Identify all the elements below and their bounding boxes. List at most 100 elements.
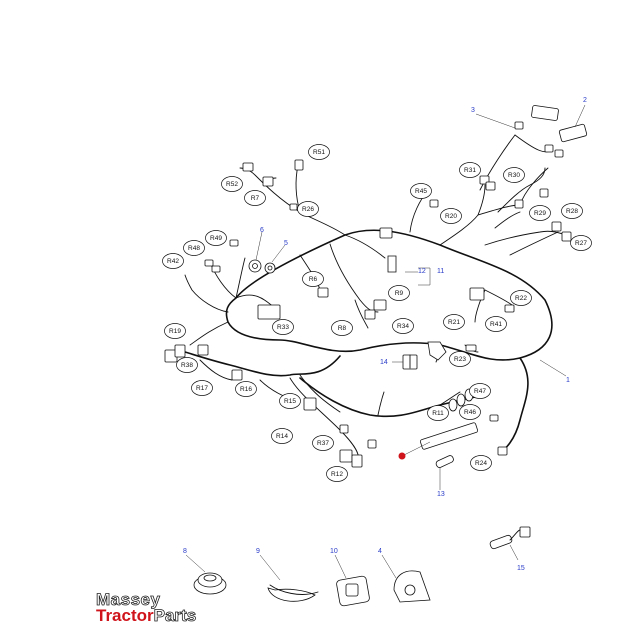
ref-label: R27: [575, 240, 587, 247]
ref-label: R45: [415, 188, 427, 195]
connector: [257, 304, 281, 320]
connector: [303, 397, 317, 411]
main-harness: [225, 229, 553, 361]
ref-r12: R12: [326, 466, 348, 482]
ref-label: R46: [464, 409, 476, 416]
brand-line2b: Parts: [153, 606, 197, 626]
part-number-13: 13: [437, 491, 445, 498]
connector: [204, 259, 214, 267]
ref-r14: R14: [271, 428, 293, 444]
part-number-14: 14: [380, 359, 388, 366]
connector: [514, 121, 524, 130]
highlight-dot: [398, 452, 406, 460]
ref-r49: R49: [205, 230, 227, 246]
ref-label: R28: [566, 208, 578, 215]
ref-r28: R28: [561, 203, 583, 219]
connector: [174, 344, 186, 358]
connector: [211, 265, 221, 273]
ref-label: R8: [338, 325, 347, 332]
ref-r7: R7: [244, 190, 266, 206]
ref-label: R24: [475, 460, 487, 467]
ref-label: R22: [515, 295, 527, 302]
ref-label: R49: [210, 235, 222, 242]
ref-label: R42: [167, 258, 179, 265]
brand-logo: Massey TractorParts: [96, 590, 236, 626]
ref-r8: R8: [331, 320, 353, 336]
ref-r29: R29: [529, 205, 551, 221]
connector: [504, 304, 515, 313]
ref-r41: R41: [485, 316, 507, 332]
ref-r42: R42: [162, 253, 184, 269]
connector: [514, 199, 524, 209]
ref-r37: R37: [312, 435, 334, 451]
component-3: [531, 105, 559, 121]
part-number-1: 1: [566, 377, 570, 384]
connector: [551, 221, 562, 232]
ref-r31: R31: [459, 162, 481, 178]
ref-r51: R51: [308, 144, 330, 160]
ref-r11: R11: [427, 405, 449, 421]
ref-r38: R38: [176, 357, 198, 373]
ref-label: R52: [226, 181, 238, 188]
part-number-2: 2: [583, 97, 587, 104]
connector: [544, 144, 554, 153]
part-8-grommet: [185, 554, 227, 595]
sensor-11: [387, 255, 397, 273]
ref-label: R51: [313, 149, 325, 156]
ref-r20: R20: [440, 208, 462, 224]
ref-r52: R52: [221, 176, 243, 192]
component-13: [435, 455, 454, 468]
ref-label: R41: [490, 321, 502, 328]
part-number-5: 5: [284, 240, 288, 247]
connector: [339, 424, 349, 434]
connector: [489, 414, 499, 422]
ref-label: R34: [397, 323, 409, 330]
ref-r34: R34: [392, 318, 414, 334]
ref-label: R9: [395, 290, 404, 297]
ref-r27: R27: [570, 235, 592, 251]
part-number-8: 8: [183, 548, 187, 555]
part-10-bracket: [334, 554, 370, 607]
ref-r33: R33: [272, 319, 294, 335]
part-number-6: 6: [260, 227, 264, 234]
ref-r15: R15: [279, 393, 301, 409]
component-2: [558, 123, 588, 143]
ref-label: R29: [534, 210, 546, 217]
ref-label: R23: [454, 356, 466, 363]
part-number-3: 3: [471, 107, 475, 114]
brand-line2: TractorParts: [96, 606, 197, 626]
connector: [469, 287, 485, 301]
harness-branch-right: [499, 357, 529, 453]
ref-label: R17: [196, 385, 208, 392]
ref-label: R16: [240, 386, 252, 393]
ref-label: R15: [284, 398, 296, 405]
part-9-clip: [259, 554, 319, 602]
ref-label: R20: [445, 213, 457, 220]
connector: [231, 369, 243, 381]
connector: [317, 287, 329, 298]
connector: [561, 231, 572, 242]
brand-line1: Massey: [96, 590, 161, 610]
part-15-connector: [489, 526, 531, 561]
connector: [339, 449, 353, 463]
ref-r30: R30: [503, 167, 525, 183]
ref-r47: R47: [469, 383, 491, 399]
brand-line2a: Tractor: [96, 606, 154, 625]
ref-r24: R24: [470, 455, 492, 471]
connector: [351, 454, 363, 468]
ref-r48: R48: [183, 240, 205, 256]
ref-r19: R19: [164, 323, 186, 339]
ref-r22: R22: [510, 290, 532, 306]
ref-label: R19: [169, 328, 181, 335]
connector: [373, 299, 387, 311]
connector: [539, 188, 549, 198]
ref-r21: R21: [443, 314, 465, 330]
ref-r26: R26: [297, 201, 319, 217]
part-number-15: 15: [517, 565, 525, 572]
ref-r6: R6: [302, 271, 324, 287]
harness-branch-lower: [184, 351, 341, 377]
connector: [367, 439, 377, 449]
ref-label: R7: [251, 195, 260, 202]
ref-label: R47: [474, 388, 486, 395]
